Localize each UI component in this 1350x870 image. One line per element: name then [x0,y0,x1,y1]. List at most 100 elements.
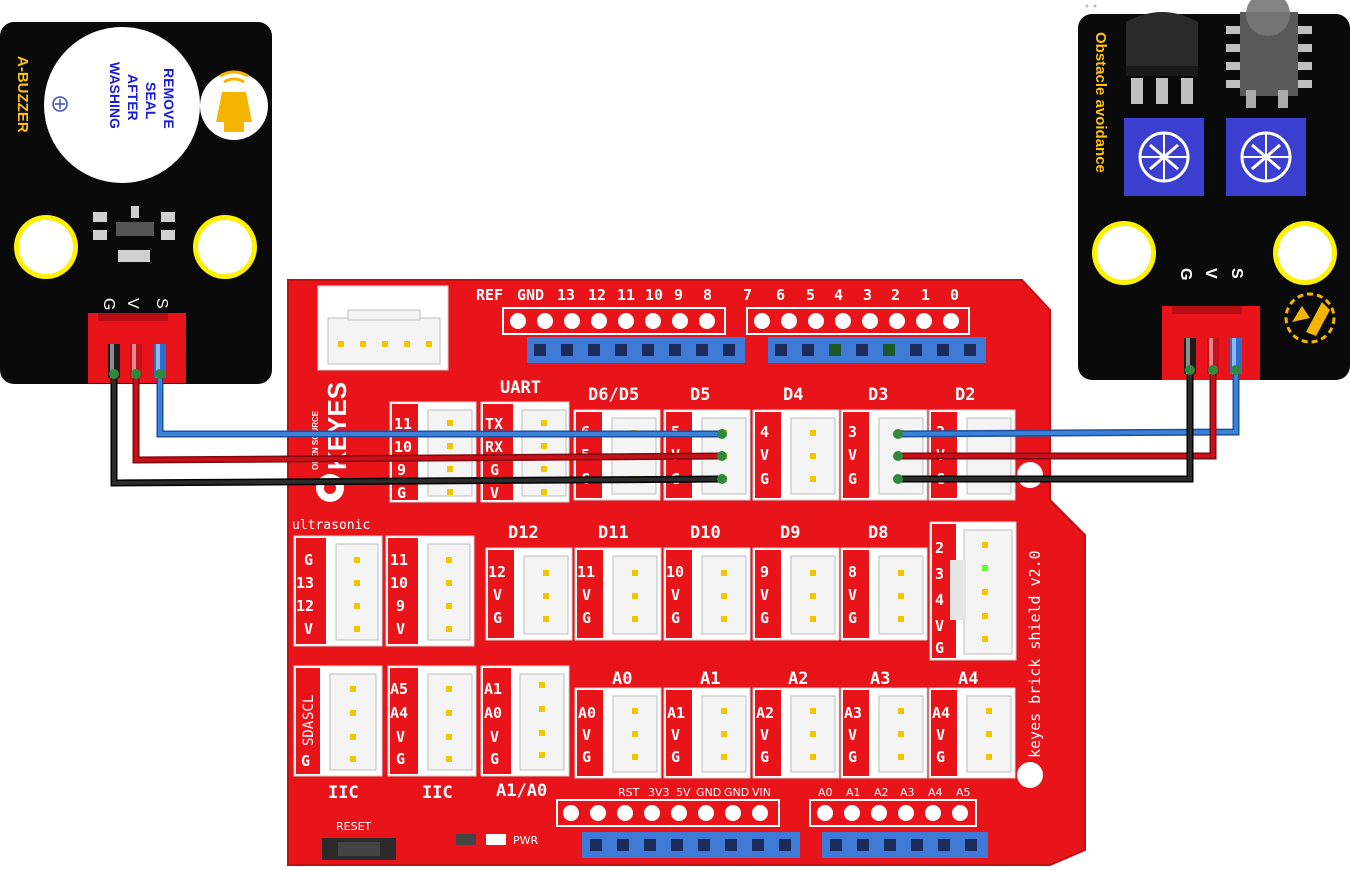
analog-pin-holes [809,799,977,827]
pin-label: 10 [666,563,684,581]
row1-title: D5 [690,385,710,405]
right-5pin-connector: 2 3 4 V G [929,521,1017,661]
seal-text: WASHING [107,62,123,129]
obstacle-module: Obstacle avoidance [1078,0,1350,380]
row2-title: D10 [690,523,721,543]
row1-connector: 4 V G [752,409,840,501]
pin-label: G [760,609,769,627]
pin-label: 9 [397,461,406,479]
row3-title: A2 [788,669,808,689]
pin-label: V [396,728,405,746]
uart-connector: TX RX G V [480,401,570,503]
pin-label: 3 [848,423,857,441]
pin-label: A5 [390,680,408,698]
obstacle-pin-label: V [1202,268,1219,279]
pin-label: SCL [301,695,317,720]
pin-label: G [848,609,857,627]
header-label: A3 [900,786,915,799]
header-label: VIN [752,786,771,799]
uart-pin-label: V [490,484,499,502]
left-4pin-connector: 11 10 9 G [389,401,477,503]
blue-header-bottom-a [582,832,800,858]
obstacle-pin-label: G [1177,268,1194,280]
ultrasonic-connector-2: 11 10 9 V [385,535,475,647]
pin-label: V [760,586,769,604]
obstacle-title: Obstacle avoidance [1092,32,1109,173]
header-label: 0 [950,286,959,304]
top-left-pin-label: A2 [421,290,441,310]
uart-pin-label: TX [485,415,503,433]
row3-title: A3 [870,669,890,689]
pin-label: 10 [394,438,412,456]
header-label: GND [696,786,721,799]
pin-label: A2 [756,704,774,722]
pin-label: 9 [396,597,405,615]
top-left-pin-label: 7 [377,290,387,310]
seal-text: REMOVE [161,68,177,129]
buzzer-pin-label: S [153,298,170,309]
row1-title: D2 [955,385,975,405]
top-left-pin-label: G [333,290,343,310]
pin-label: V [304,620,313,638]
pin-label: 4 [760,423,769,441]
row3-connector: A0 V G [574,687,662,779]
header-label: RST [618,786,640,799]
header-label: 12 [588,286,606,304]
power-pin-holes [556,799,780,827]
top-left-pin-label: V [354,290,364,310]
buzzer-title: A-BUZZER [14,56,31,133]
obstacle-sensor-icon [1284,292,1336,344]
a1a0-connector: A1 A0 V G [480,665,570,777]
pin-label: V [760,446,769,464]
header-label: 2 [891,286,900,304]
row2-title: D12 [508,523,539,543]
mounting-hole [1017,462,1043,488]
ir-emitter-icon [1226,0,1312,108]
header-label: 10 [645,286,663,304]
header-label: A1 [846,786,861,799]
ultrasonic-title: ultrasonic [292,518,370,533]
header-label: A0 [818,786,833,799]
pin-label: V [493,586,502,604]
header-label: A2 [874,786,889,799]
iic-title-1: IIC [328,783,359,803]
header-label: 4 [834,286,843,304]
digital-pin-holes-b [746,307,970,335]
pin-label: G [760,748,769,766]
blue-header-top-a [527,337,745,363]
pin-label: G [848,748,857,766]
pin-label: V [671,586,680,604]
pin-label: V [582,586,591,604]
board-name: keyes brick shield v2.0 [1026,550,1044,758]
header-label: 9 [674,286,683,304]
header-label: A4 [928,786,943,799]
pin-label: G [671,748,680,766]
pin-label: 8 [848,563,857,581]
pin-label: G [848,470,857,488]
uart-pin-label: RX [485,438,503,456]
mounting-hole [1017,762,1043,788]
header-label: 11 [617,286,635,304]
row2-connector: 9 V G [752,547,840,641]
pin-label: 9 [760,563,769,581]
row3-connector: A2 V G [752,687,840,779]
top-left-pin-label: A3 [396,290,416,310]
iic-connector-1: SCL SDA G [293,665,383,777]
pin-label: V [760,726,769,744]
blue-header-bottom-b [822,832,988,858]
row2-connector: 11 V G [574,547,662,641]
pin-label: 11 [390,551,408,569]
header-label: A5 [956,786,971,799]
pin-label: 2 [935,539,944,557]
pin-label: V [848,586,857,604]
top-left-connector: G V 7 A3 A2 [317,285,449,371]
pin-label: 12 [296,597,314,615]
potentiometer-icon [1226,118,1306,196]
pin-label: A1 [484,680,502,698]
iic-title-2: IIC [422,783,453,803]
pin-label: G [304,551,313,569]
blue-header-top-b [768,337,986,363]
pin-label: 10 [390,574,408,592]
pin-label: 11 [577,563,595,581]
